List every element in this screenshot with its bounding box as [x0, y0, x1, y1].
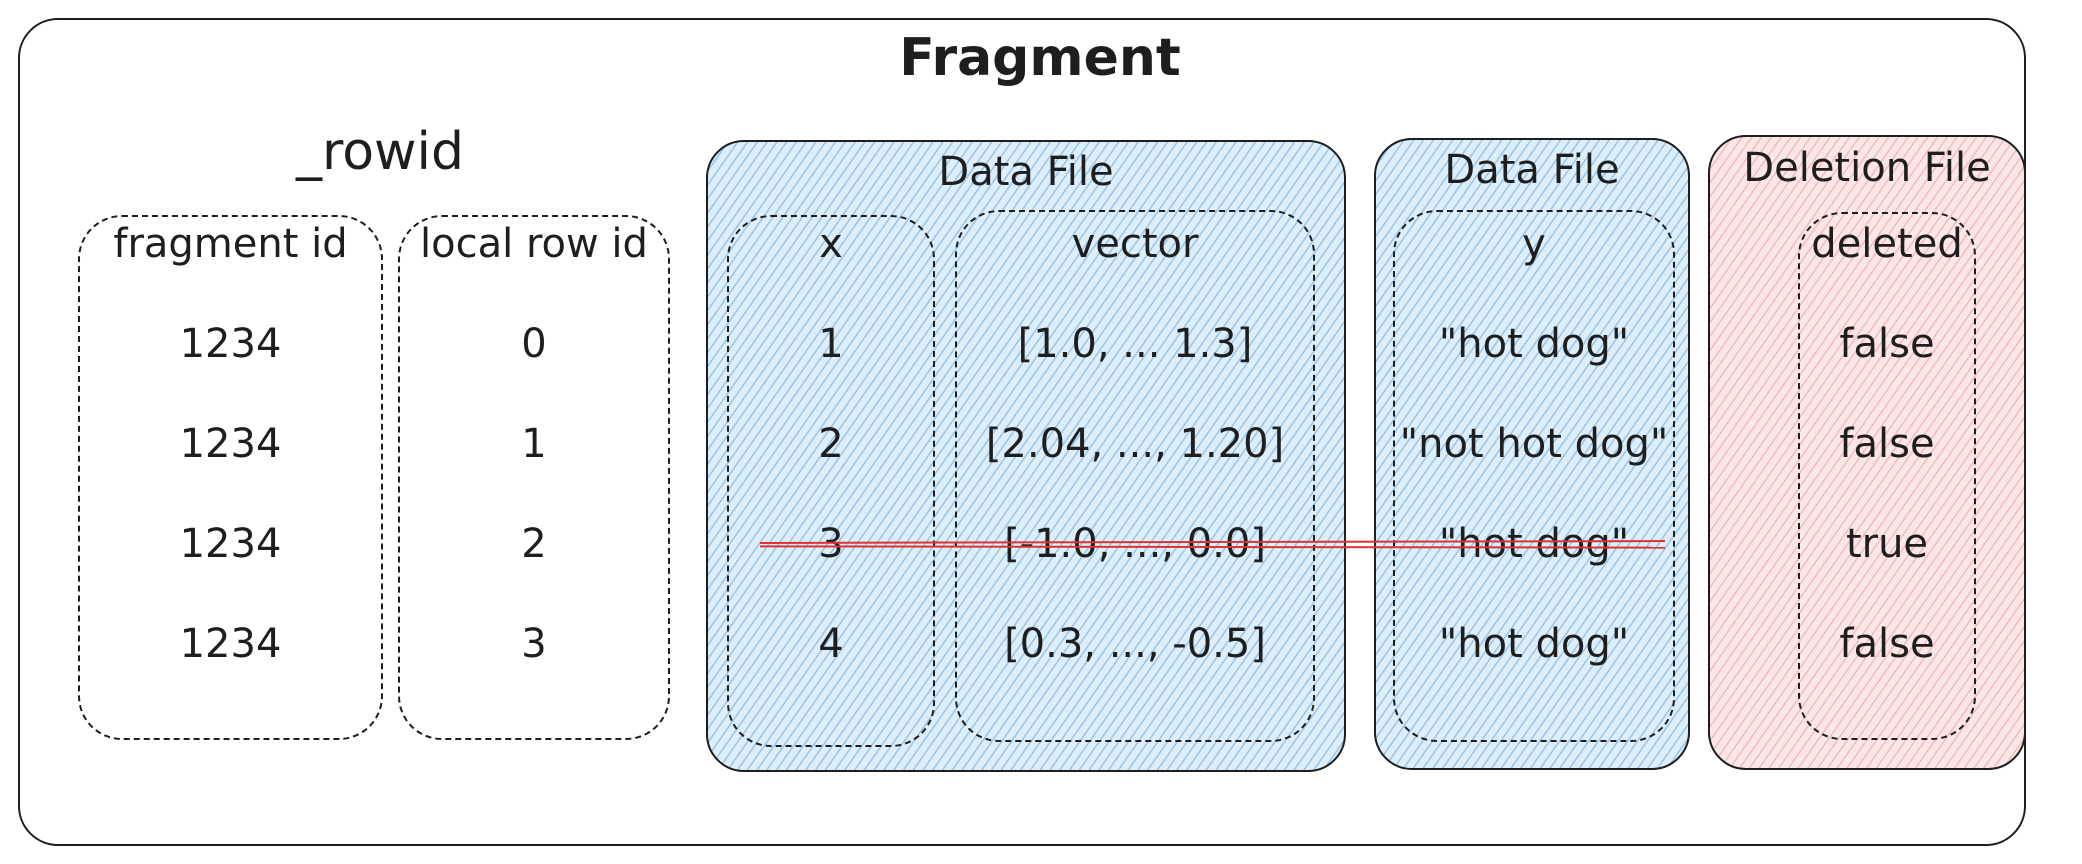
fragment-id-cell: 1234 — [179, 521, 282, 567]
fragment-id-cell: 1234 — [179, 321, 282, 367]
local-row-id-cell: 0 — [521, 321, 547, 367]
fragment-id-column — [78, 215, 383, 740]
x-header: x — [819, 221, 843, 267]
deleted-header: deleted — [1811, 221, 1963, 267]
y-column — [1393, 210, 1675, 742]
deleted-cell: false — [1839, 621, 1935, 667]
fragment-id-header: fragment id — [113, 221, 348, 267]
deleted-cell: false — [1839, 421, 1935, 467]
x-cell: 1 — [818, 321, 844, 367]
y-cell: "hot dog" — [1438, 321, 1630, 367]
deletion-file-label: Deletion File — [1743, 145, 1991, 191]
fragment-id-cell: 1234 — [179, 621, 282, 667]
vector-header: vector — [1071, 221, 1199, 267]
x-cell: 3 — [818, 521, 844, 567]
deletion-file — [1708, 135, 2026, 770]
vector-cell: [2.04, ..., 1.20] — [985, 421, 1285, 467]
local-row-id-header: local row id — [420, 221, 648, 267]
y-cell: "hot dog" — [1438, 621, 1630, 667]
local-row-id-column — [398, 215, 670, 740]
data-file-1 — [706, 140, 1346, 772]
vector-cell: [0.3, ..., -0.5] — [1004, 621, 1266, 667]
y-cell: "hot dog" — [1438, 521, 1630, 567]
data-file-1-label: Data File — [938, 149, 1114, 195]
fragment-id-cell: 1234 — [179, 421, 282, 467]
x-column — [727, 215, 935, 747]
x-cell: 4 — [818, 621, 844, 667]
vector-cell: [-1.0, ..., 0.0] — [1004, 521, 1266, 567]
vector-cell: [1.0, ... 1.3] — [1017, 321, 1253, 367]
y-cell: "not hot dog" — [1399, 421, 1669, 467]
deleted-cell: true — [1845, 521, 1929, 567]
deleted-column — [1798, 212, 1976, 740]
deleted-cell: false — [1839, 321, 1935, 367]
x-cell: 2 — [818, 421, 844, 467]
local-row-id-cell: 3 — [521, 621, 547, 667]
rowid-label: _rowid — [295, 122, 465, 182]
vector-column — [955, 210, 1315, 742]
fragment-title: Fragment — [899, 28, 1181, 88]
local-row-id-cell: 1 — [521, 421, 547, 467]
y-header: y — [1522, 221, 1546, 267]
local-row-id-cell: 2 — [521, 521, 547, 567]
data-file-2-label: Data File — [1444, 147, 1620, 193]
